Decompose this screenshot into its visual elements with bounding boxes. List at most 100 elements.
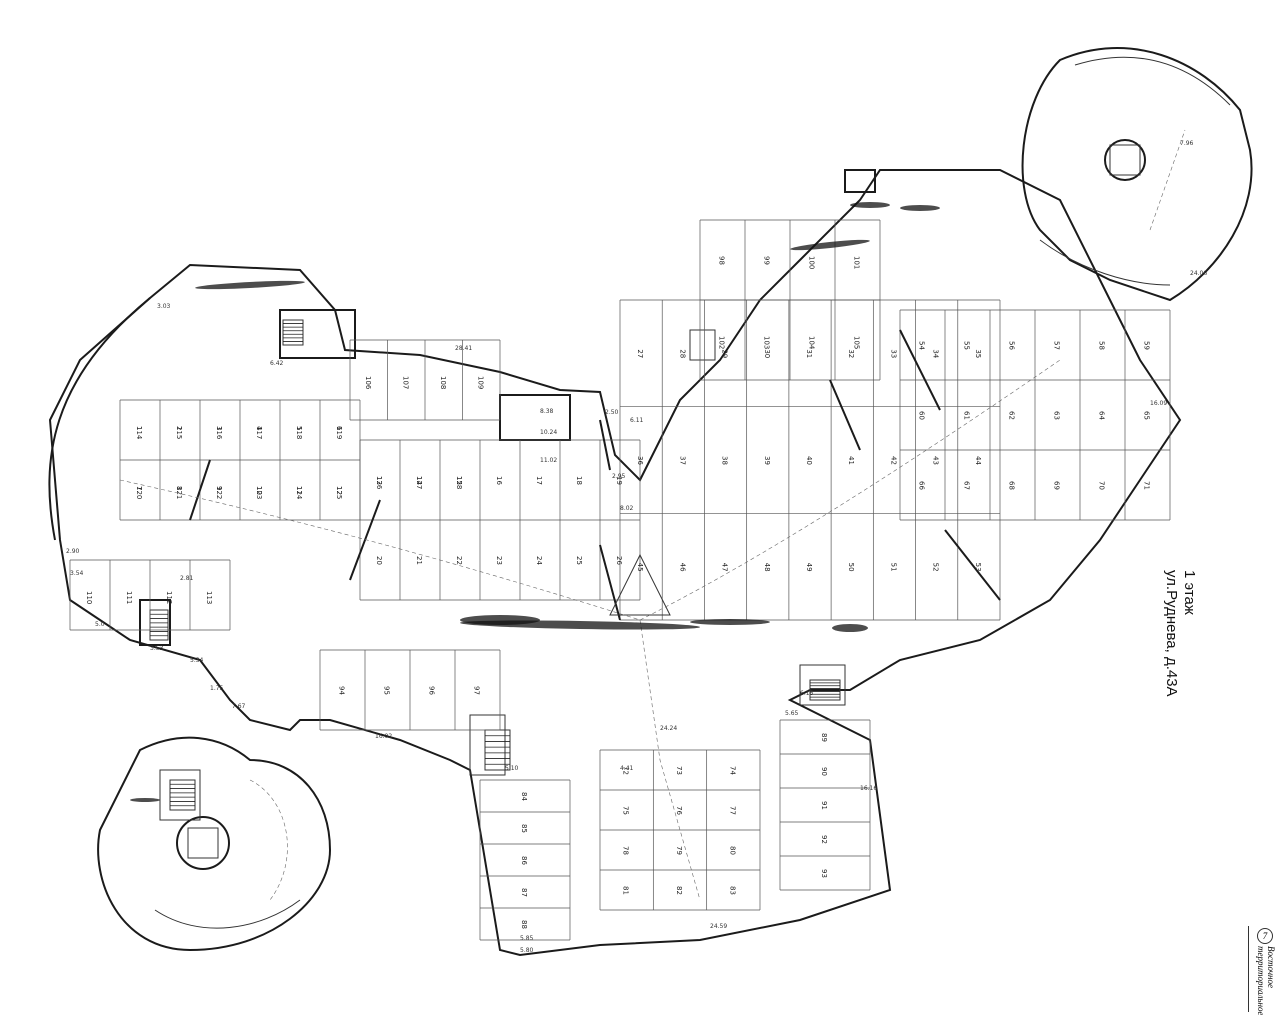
stall-number: 50 — [847, 563, 855, 572]
dimension-label: 7.67 — [232, 703, 246, 710]
dimension-label: 1.75 — [210, 685, 224, 692]
stall-number: 79 — [675, 846, 683, 855]
stall-number: 47 — [721, 563, 729, 572]
stall-number: 2 — [175, 426, 183, 430]
stall-number: 42 — [889, 456, 897, 465]
stall-number: 101 — [853, 256, 861, 269]
stall-number: 15 — [455, 476, 463, 485]
stall-number: 60 — [918, 411, 926, 420]
stall-number: 36 — [636, 456, 644, 465]
stall-number: 108 — [439, 376, 447, 389]
stall-number: 20 — [375, 556, 383, 565]
stall-number: 88 — [520, 920, 528, 929]
stall-number: 98 — [718, 256, 726, 265]
stall-number: 85 — [520, 824, 528, 833]
stall-number: 40 — [805, 456, 813, 465]
stall-number: 113 — [205, 591, 213, 604]
stall-number: 32 — [847, 349, 855, 358]
stall-number: 19 — [615, 476, 623, 485]
stall-number: 9 — [215, 486, 223, 490]
stall-number: 102 — [718, 336, 726, 349]
stall-number: 29 — [721, 349, 729, 358]
stall-number: 125 — [335, 486, 343, 499]
dimension-label: 8.38 — [540, 408, 554, 415]
dimension-label: 5.0 — [95, 621, 105, 628]
floor-title: 1 этаж — [1181, 570, 1198, 615]
stall-number: 114 — [135, 426, 143, 440]
stall-number: 37 — [678, 456, 686, 465]
stall-number: 76 — [675, 806, 683, 815]
stall-number: 59 — [1143, 341, 1151, 350]
stall-number: 33 — [889, 349, 897, 358]
dimension-label: 24.59 — [710, 923, 727, 930]
stall-number: 109 — [476, 376, 484, 389]
stall-number: 46 — [678, 563, 686, 572]
stall-number: 5 — [295, 426, 303, 430]
stall-number: 83 — [728, 886, 736, 895]
stall-number: 84 — [520, 792, 528, 801]
stall-number: 111 — [125, 591, 133, 604]
stamp-line-1: Восточное — [1266, 946, 1276, 989]
stall-number: 99 — [763, 256, 771, 265]
stall-number: 26 — [615, 556, 623, 565]
stall-number: 39 — [763, 456, 771, 465]
stall-number: 45 — [636, 563, 644, 572]
dimension-label: 4.41 — [620, 765, 634, 772]
lanes — [119, 129, 1186, 901]
stall-number: 35 — [974, 349, 982, 358]
dimension-label: 7.96 — [1180, 140, 1194, 147]
stall-number: 90 — [820, 767, 828, 776]
staircases — [149, 319, 841, 811]
dimension-label: 10.24 — [540, 429, 557, 436]
stall-number: 38 — [721, 456, 729, 465]
dimension-label: 28.41 — [455, 345, 472, 352]
ramp-triangle — [609, 553, 671, 616]
stall-number: 52 — [932, 563, 940, 572]
stall-number: 30 — [763, 349, 771, 358]
stall-number: 14 — [415, 476, 423, 485]
stall-number: 119 — [335, 426, 343, 439]
stall-number: 67 — [963, 481, 971, 490]
stall-number: 48 — [763, 563, 771, 572]
stall-number: 7 — [135, 486, 143, 490]
stall-number: 70 — [1098, 481, 1106, 490]
stall-number: 25 — [575, 556, 583, 565]
scan-marks — [130, 202, 940, 802]
stall-number: 116 — [215, 426, 223, 440]
stall-number: 43 — [932, 456, 940, 465]
dimension-label: 2.90 — [66, 548, 80, 555]
stamp-line-2: территориальное — [1256, 946, 1266, 1015]
dimension-label: 5.10 — [505, 765, 519, 772]
stall-number: 105 — [853, 336, 861, 349]
stall-number: 92 — [820, 835, 828, 844]
stall-number: 1 — [135, 426, 143, 430]
stall-number: 82 — [675, 886, 683, 895]
stall-number: 91 — [820, 801, 828, 810]
stall-number: 69 — [1053, 481, 1061, 490]
stall-number: 128 — [455, 476, 463, 489]
stall-number: 103 — [763, 336, 771, 349]
dimension-label: 5.34 — [190, 657, 204, 664]
dimension-label: 5.85 — [520, 935, 534, 942]
dimension-label: 24.06 — [1190, 270, 1207, 277]
stall-number: 4 — [255, 426, 263, 431]
stall-number: 118 — [295, 426, 303, 439]
stall-number: 81 — [622, 886, 630, 895]
stall-number: 13 — [375, 476, 383, 485]
stall-number: 51 — [889, 563, 897, 572]
address-title: ул.Руднева, д.43А — [1163, 570, 1180, 697]
stall-number: 55 — [963, 341, 971, 350]
stall-number: 115 — [175, 426, 183, 439]
stall-number: 18 — [575, 476, 583, 485]
stall-number: 16 — [495, 476, 503, 485]
stall-number: 80 — [728, 846, 736, 855]
stall-number: 24 — [535, 556, 543, 565]
stall-number: 121 — [175, 486, 183, 499]
structural-wall — [599, 544, 621, 621]
stall-number: 3 — [215, 426, 223, 430]
stall-number: 31 — [805, 349, 813, 358]
stall-number: 28 — [678, 349, 686, 358]
